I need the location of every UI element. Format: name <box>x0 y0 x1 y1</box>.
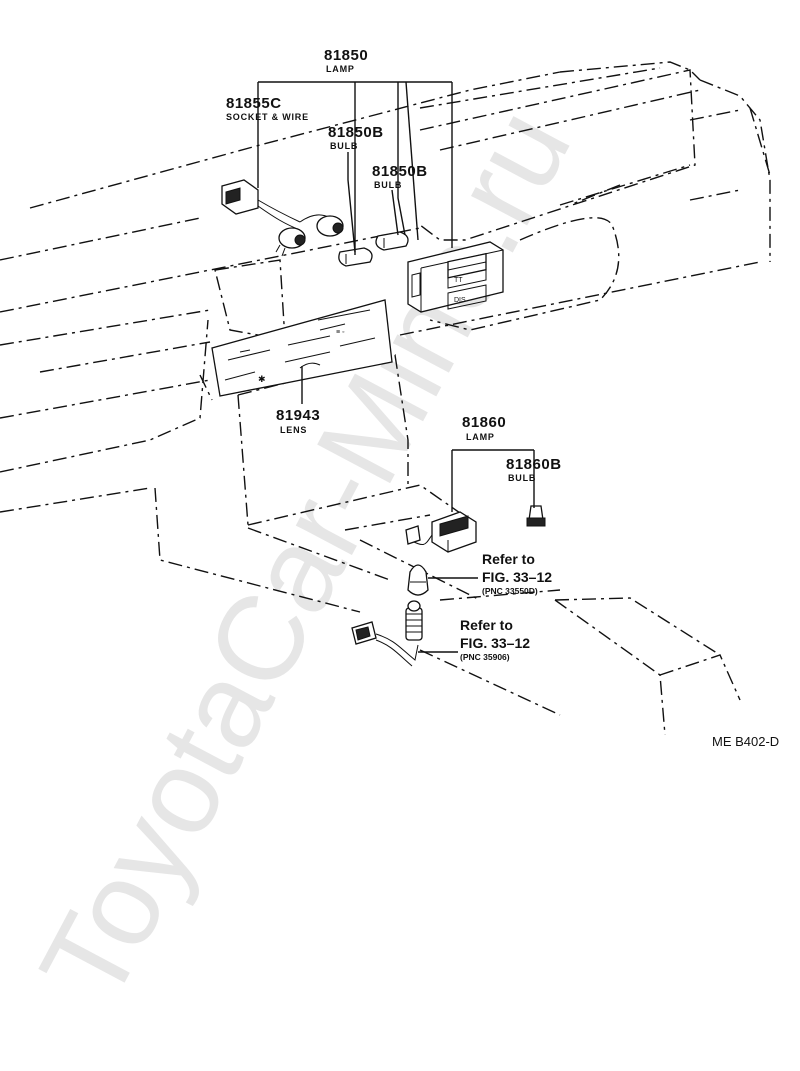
label-81943: 81943 LENS <box>276 407 320 435</box>
svg-text:81850B: 81850B <box>372 163 428 180</box>
svg-text:FIG. 33–12: FIG. 33–12 <box>482 569 552 585</box>
label-81850: 81850 LAMP <box>324 47 368 74</box>
svg-text:81943: 81943 <box>276 407 320 424</box>
svg-text:Refer to: Refer to <box>482 551 535 567</box>
svg-text:BULB: BULB <box>374 180 402 190</box>
socket-ref-35906 <box>351 600 423 667</box>
svg-text:SOCKET & WIRE: SOCKET & WIRE <box>226 112 309 122</box>
bulb-81860b <box>526 505 546 527</box>
leader-lines <box>257 81 535 653</box>
svg-text:LAMP: LAMP <box>466 432 495 442</box>
reference-33550d: Refer to FIG. 33–12 (PNC 33550D) <box>482 551 552 596</box>
label-81850b-b: 81850B BULB <box>372 163 428 190</box>
svg-text:BULB: BULB <box>508 473 536 483</box>
bulb-ref-33550d <box>407 564 429 596</box>
lamp-housing-81850: TT DIS <box>407 241 504 313</box>
svg-text:LAMP: LAMP <box>326 64 355 74</box>
svg-text:≡ ◦: ≡ ◦ <box>336 329 345 336</box>
svg-text:BULB: BULB <box>330 141 358 151</box>
label-81850b-a: 81850B BULB <box>328 124 384 151</box>
svg-text:Refer to: Refer to <box>460 617 513 633</box>
svg-text:(PNC 35906): (PNC 35906) <box>460 652 510 662</box>
label-81860: 81860 LAMP <box>462 414 506 442</box>
svg-text:DIS: DIS <box>454 297 466 304</box>
lens-81943: ≡ ◦ ✱ <box>211 299 393 397</box>
svg-text:TT: TT <box>454 277 463 284</box>
vehicle-body-outline <box>0 61 771 736</box>
svg-text:81855C: 81855C <box>226 95 282 112</box>
label-81855c: 81855C SOCKET & WIRE <box>226 95 309 122</box>
svg-text:✱: ✱ <box>258 374 266 384</box>
svg-text:(PNC 33550D): (PNC 33550D) <box>482 586 538 596</box>
svg-text:81860: 81860 <box>462 414 506 431</box>
reference-35906: Refer to FIG. 33–12 (PNC 35906) <box>460 617 530 662</box>
svg-text:81850B: 81850B <box>328 124 384 141</box>
svg-text:LENS: LENS <box>280 425 307 435</box>
svg-text:FIG. 33–12: FIG. 33–12 <box>460 635 530 651</box>
socket-wire-81855c <box>221 179 344 257</box>
svg-text:81860B: 81860B <box>506 456 562 473</box>
bulb-81850b-a <box>338 247 373 267</box>
svg-text:81850: 81850 <box>324 47 368 64</box>
diagram-code: ME B402-D <box>712 734 779 749</box>
lamp-81860 <box>405 511 477 553</box>
label-81860b: 81860B BULB <box>506 456 562 483</box>
